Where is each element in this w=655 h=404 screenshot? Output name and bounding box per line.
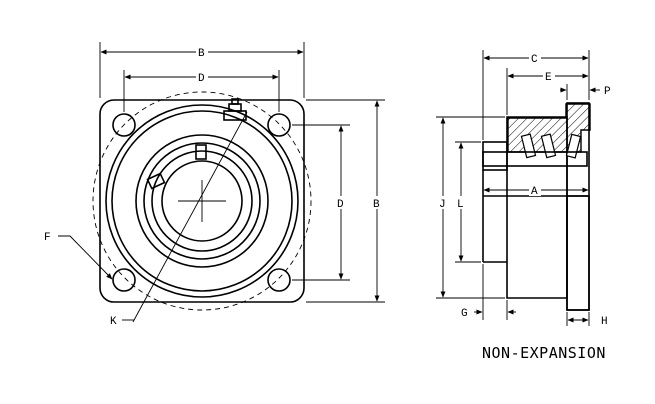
side-view — [482, 102, 591, 311]
bolt-hole-bl — [112, 268, 136, 292]
side-dimensions: C E P A J L G H — [436, 50, 611, 328]
flange-square — [99, 99, 305, 303]
dim-label-p: P — [604, 86, 611, 98]
dim-label-k: K — [110, 316, 117, 328]
set-screw-left — [146, 172, 166, 190]
collar-ring — [143, 142, 261, 260]
bolt-hole-tl — [112, 113, 136, 137]
dim-label-c: C — [531, 54, 538, 66]
dim-label-d-side: D — [337, 199, 344, 211]
collar-inner — [151, 150, 253, 252]
k-diameter-line — [132, 111, 248, 323]
housing-ring-2 — [111, 110, 293, 292]
dim-label-a: A — [531, 186, 538, 198]
front-dimensions: B D D B F K — [44, 42, 385, 328]
locking-collar-side — [482, 141, 508, 171]
dim-label-d-top: D — [198, 73, 205, 85]
dim-label-f: F — [44, 232, 51, 244]
drawing-caption: NON-EXPANSION — [482, 344, 606, 362]
collar-outer — [135, 134, 269, 268]
dim-label-h: H — [601, 316, 608, 328]
dim-label-j: J — [439, 199, 446, 211]
housing-outer-ring — [105, 104, 299, 298]
grease-fitting-icon — [223, 98, 247, 121]
bolt-hole-tr — [267, 113, 291, 137]
bolt-hole-br — [267, 268, 291, 292]
front-view — [92, 91, 312, 323]
dim-label-b-top: B — [198, 48, 205, 60]
dim-label-b-side: B — [373, 199, 380, 211]
bolt-circle — [92, 91, 312, 311]
dim-label-e: E — [545, 72, 552, 84]
dim-label-l: L — [457, 199, 464, 211]
set-screw-top — [195, 144, 207, 160]
bore — [161, 160, 243, 242]
dim-label-g: G — [461, 308, 468, 320]
